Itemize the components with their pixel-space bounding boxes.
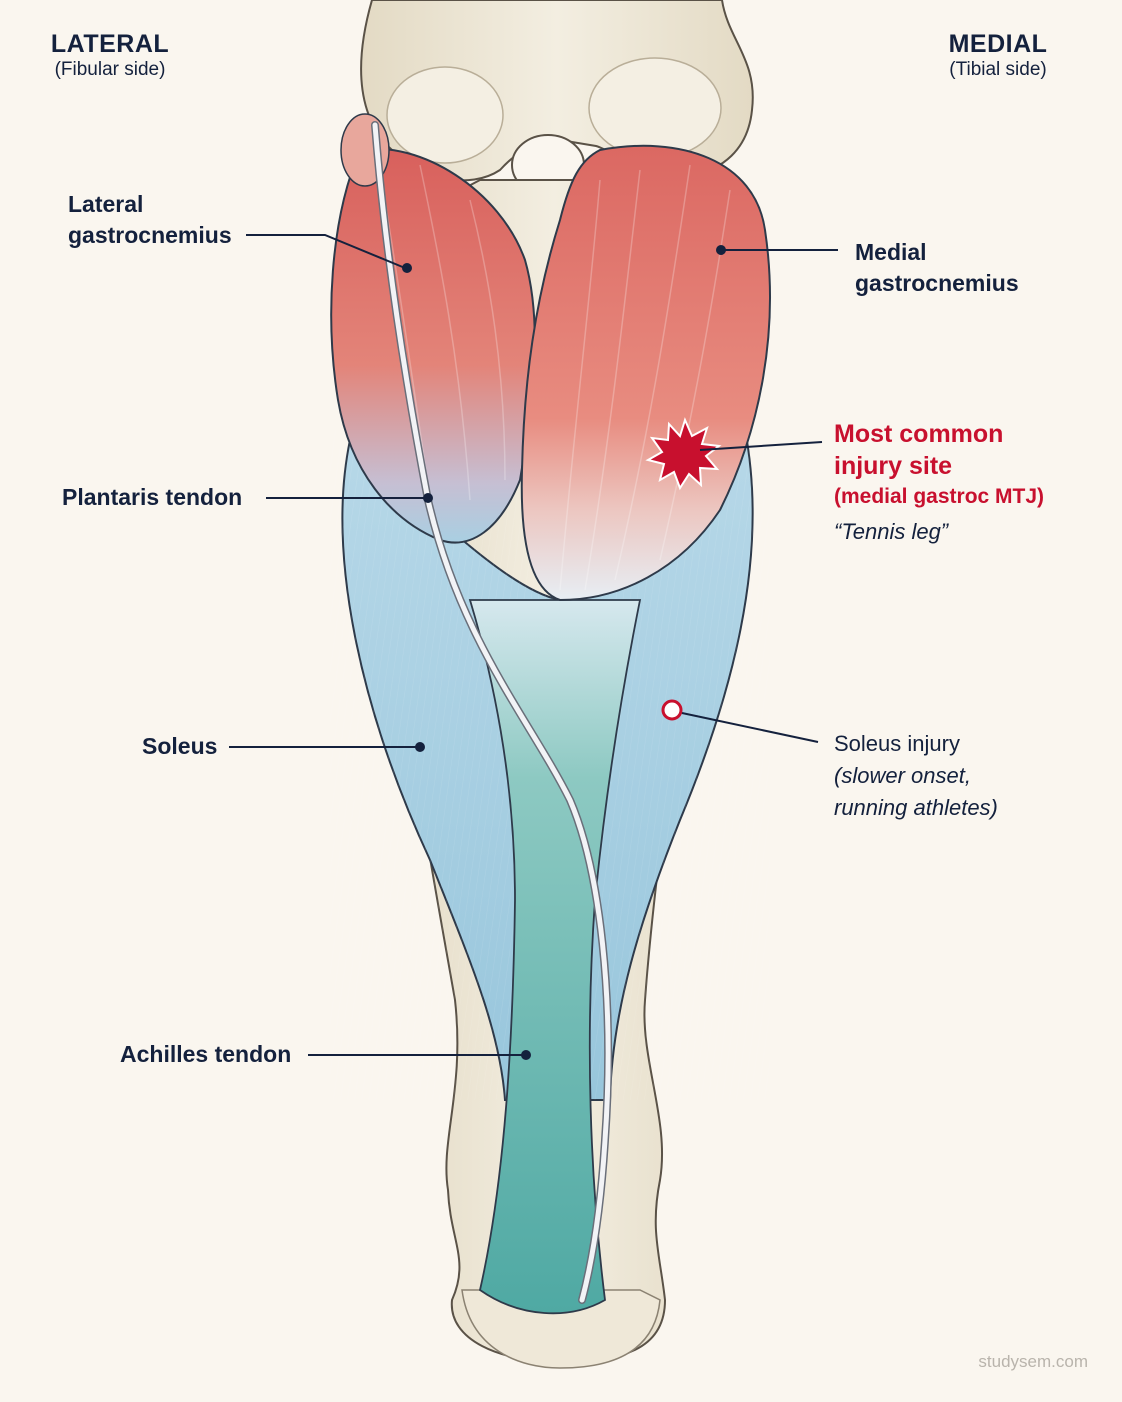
watermark: studysem.com (978, 1352, 1088, 1371)
soleus-injury-line1: Soleus injury (834, 731, 960, 756)
injury-site-line3: (medial gastroc MTJ) (834, 485, 1045, 508)
dot-medial-gastroc (716, 245, 726, 255)
medial-title: MEDIAL (948, 30, 1048, 58)
tennis-leg-nickname: “Tennis leg” (834, 519, 949, 544)
lateral-title: LATERAL (50, 30, 170, 58)
femoral-condyle-right (588, 57, 722, 159)
medial-gastrocnemius-label: Medial gastrocnemius (855, 237, 1019, 299)
lateral-gastroc-line1: Lateral (68, 191, 144, 217)
lateral-gastrocnemius-muscle (330, 147, 536, 544)
medial-header: MEDIAL (Tibial side) (920, 30, 1076, 81)
dot-lateral-gastroc (402, 263, 412, 273)
dot-plantaris (423, 493, 433, 503)
soleus-injury-marker-icon (661, 699, 683, 721)
dot-achilles (521, 1050, 531, 1060)
soleus-injury-line3: running athletes) (834, 795, 998, 820)
medial-gastrocnemius-muscle (520, 144, 771, 602)
medial-gastroc-line1: Medial (855, 239, 927, 265)
achilles-tendon-label: Achilles tendon (120, 1041, 292, 1067)
injury-site-line2: injury site (834, 452, 953, 480)
medial-subtitle: (Tibial side) (949, 59, 1047, 80)
soleus-injury-line2: (slower onset, (834, 763, 971, 788)
gastroc-fibers (379, 164, 731, 591)
leader-soleus-injury (681, 712, 819, 743)
leader-lateral-gastroc (246, 234, 406, 269)
calcaneus (461, 1289, 661, 1369)
injury-starburst-icon (645, 417, 722, 491)
injury-site-line1: Most common (834, 420, 1004, 448)
medial-gastroc-line2: gastrocnemius (855, 270, 1019, 296)
lateral-gastrocnemius-label: Lateral gastrocnemius (68, 189, 232, 251)
plantaris-tendon-highlight (372, 122, 611, 1303)
achilles-tendon (468, 599, 642, 1315)
injury-site-label: Most common injury site (medial gastroc … (834, 418, 1044, 548)
plantaris-tendon-label: Plantaris tendon (62, 484, 243, 510)
leader-injury-site (699, 441, 823, 451)
soleus-injury-label: Soleus injury (slower onset, running ath… (834, 728, 998, 824)
femoral-condyle-left (386, 66, 504, 164)
dot-soleus (415, 742, 425, 752)
lateral-header: LATERAL (Fibular side) (30, 30, 190, 81)
lateral-subtitle: (Fibular side) (54, 59, 166, 80)
soleus-label: Soleus (142, 733, 218, 759)
leader-end-dots (402, 245, 726, 1060)
leader-lines (229, 234, 838, 1056)
lateral-gastroc-line2: gastrocnemius (68, 222, 232, 248)
